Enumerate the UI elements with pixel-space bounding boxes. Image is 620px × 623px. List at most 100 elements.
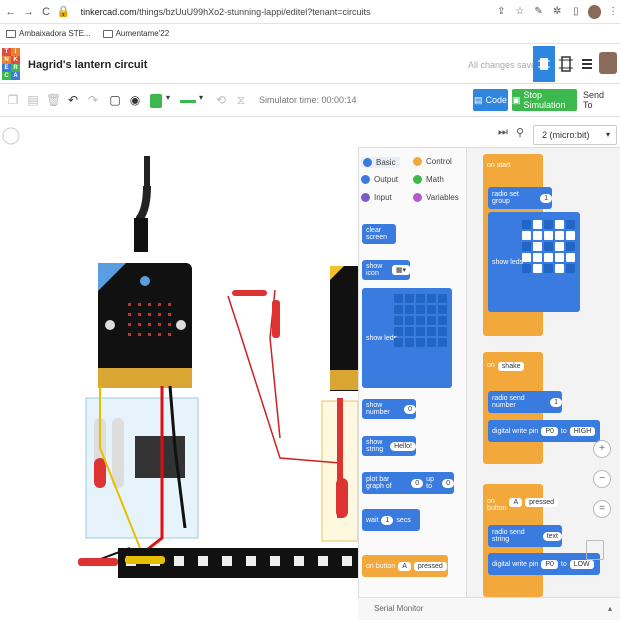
note-icon[interactable]: ▢ <box>109 93 121 107</box>
zoom-out-icon[interactable]: − <box>593 470 611 488</box>
copy-icon[interactable]: ❐ <box>7 93 19 107</box>
profile-icon[interactable] <box>587 4 602 19</box>
led-cell[interactable] <box>522 220 531 229</box>
group-input[interactable]: 1 <box>540 193 552 203</box>
serial-monitor[interactable]: Serial Monitor▴ <box>358 597 620 620</box>
led-cell[interactable] <box>566 253 575 262</box>
led-cell[interactable] <box>533 264 542 273</box>
led-cell[interactable] <box>533 220 542 229</box>
puzzle-icon[interactable]: ✲ <box>553 5 562 17</box>
sidebar-icon[interactable]: ▯ <box>573 5 579 17</box>
gesture-dropdown[interactable]: shake <box>497 362 525 371</box>
button-dropdown[interactable]: A <box>398 561 411 571</box>
send-string-input[interactable]: text <box>542 531 562 541</box>
delete-icon[interactable]: 🗑 <box>46 93 62 107</box>
category-input[interactable]: Input <box>361 193 392 202</box>
flip-icon[interactable]: ⧖ <box>236 93 246 107</box>
led-cell[interactable] <box>544 231 553 240</box>
send-to-button[interactable]: Send To <box>583 90 605 110</box>
share-icon[interactable]: ⇪ <box>497 5 506 17</box>
led-cell[interactable] <box>522 264 531 273</box>
block-show-icon[interactable]: show icon▦▾ <box>362 260 410 280</box>
code-button[interactable]: ▤Code <box>473 89 508 111</box>
step-icon[interactable]: ⏭ <box>498 126 508 138</box>
url-field[interactable]: tinkercad.com/things/bzUuU99hXo2-stunnin… <box>81 7 490 17</box>
color-picker[interactable]: ▾ <box>150 93 176 109</box>
zoom-reset-icon[interactable]: = <box>593 500 611 518</box>
notes-toggle-icon[interactable]: ◉ <box>129 93 141 107</box>
category-variables[interactable]: Variables <box>413 193 459 202</box>
send-number-input[interactable]: 1 <box>550 397 562 407</box>
category-control[interactable]: Control <box>413 157 452 166</box>
list-view-button[interactable] <box>577 46 597 82</box>
circuit-view-button[interactable] <box>533 46 555 82</box>
led-cell[interactable] <box>566 231 575 240</box>
trash-icon[interactable] <box>586 540 604 560</box>
led-cell[interactable] <box>544 220 553 229</box>
led-cell[interactable] <box>533 253 542 262</box>
led-cell[interactable] <box>522 242 531 251</box>
led-cell[interactable] <box>566 220 575 229</box>
undo-icon[interactable]: ↶ <box>67 93 79 107</box>
reload-icon[interactable]: C <box>42 5 51 18</box>
led-cell[interactable] <box>544 242 553 251</box>
wire-type-picker[interactable]: ▾ <box>180 93 208 109</box>
plot-value-input[interactable]: 0 <box>411 478 424 488</box>
led-cell[interactable] <box>555 253 564 262</box>
led-cell[interactable] <box>555 242 564 251</box>
led-cell[interactable] <box>522 253 531 262</box>
circuit-canvas[interactable] <box>0 118 359 620</box>
debug-icon[interactable]: ⚲ <box>516 127 525 139</box>
pin-dropdown[interactable]: P0 <box>541 559 558 569</box>
led-cell[interactable] <box>544 264 553 273</box>
category-math[interactable]: Math <box>413 175 444 184</box>
led-cell[interactable] <box>533 242 542 251</box>
led-cell[interactable] <box>555 231 564 240</box>
palette-led-grid[interactable] <box>394 294 447 347</box>
led-cell[interactable] <box>522 231 531 240</box>
led-cell[interactable] <box>533 231 542 240</box>
page-title[interactable]: Hagrid's lantern circuit <box>28 59 148 71</box>
avatar[interactable] <box>599 52 617 74</box>
bookmark-2[interactable]: Aumentame'22 <box>102 29 169 38</box>
led-cell[interactable] <box>566 264 575 273</box>
string-input[interactable]: Hello! <box>390 441 416 451</box>
star-icon[interactable]: ☆ <box>515 5 525 17</box>
zoom-in-icon[interactable]: + <box>593 440 611 458</box>
workspace-led-grid[interactable] <box>522 220 575 273</box>
event-dropdown[interactable]: pressed <box>525 498 559 507</box>
menu-icon[interactable]: ⋮ <box>608 5 619 17</box>
led-cell[interactable] <box>566 242 575 251</box>
pin-dropdown[interactable]: P0 <box>541 426 558 436</box>
device-select[interactable]: 2 (micro:bit) ▾ <box>533 125 617 145</box>
bookmark-1[interactable]: Ambaixadora STE... <box>6 29 91 38</box>
rotate-icon[interactable]: ⟲ <box>215 93 227 107</box>
redo-icon[interactable]: ↷ <box>87 93 99 107</box>
event-dropdown[interactable]: pressed <box>413 561 447 571</box>
stop-simulation-button[interactable]: ▣Stop Simulation <box>512 89 577 111</box>
back-icon[interactable]: ← <box>5 5 17 18</box>
paste-icon[interactable]: ▤ <box>27 93 39 107</box>
button-dropdown[interactable]: A <box>509 498 523 507</box>
tinkercad-logo[interactable]: T I N K E R C A <box>2 48 20 80</box>
forward-icon[interactable]: → <box>22 5 34 18</box>
category-output[interactable]: Output <box>361 175 398 184</box>
icon-dropdown[interactable]: ▦▾ <box>391 265 410 275</box>
led-cell[interactable] <box>555 264 564 273</box>
number-input[interactable]: 0 <box>404 404 416 414</box>
value-dropdown[interactable]: LOW <box>569 559 594 569</box>
category-basic[interactable]: Basic <box>361 157 400 168</box>
wait-input[interactable]: 1 <box>381 515 394 525</box>
led-cell[interactable] <box>555 220 564 229</box>
plot-max-input[interactable]: 0 <box>442 478 454 488</box>
schematic-view-button[interactable] <box>555 46 577 82</box>
